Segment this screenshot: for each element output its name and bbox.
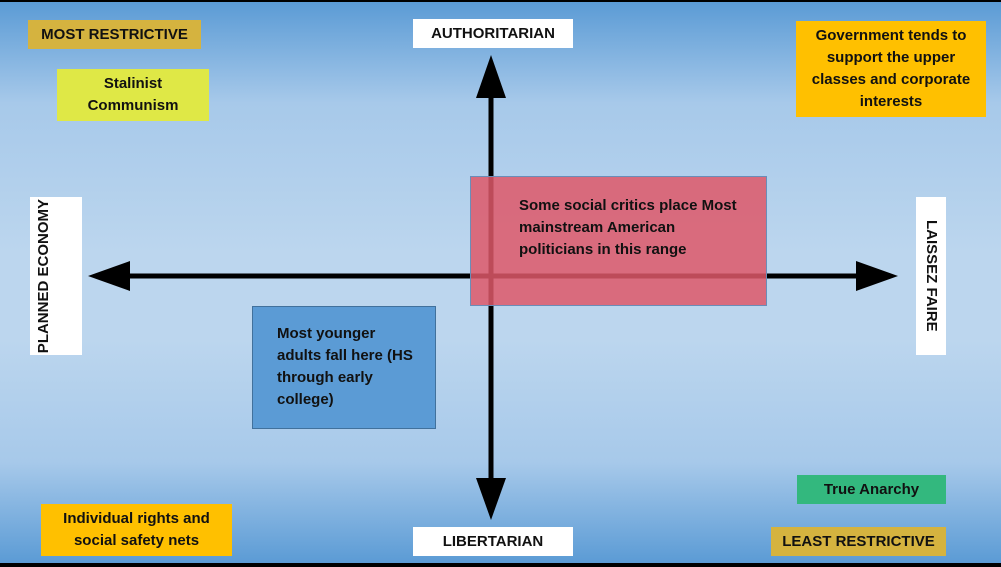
mainstream-politicians-region: Some social critics place Most mainstrea… (470, 176, 767, 306)
government-upper-classes-label: Government tends to support the upper cl… (796, 21, 986, 117)
laissez-faire-text: LAISSEZ FAIRE (923, 220, 940, 332)
least-restrictive-label: LEAST RESTRICTIVE (771, 527, 946, 556)
most-restrictive-label: MOST RESTRICTIVE (28, 20, 201, 49)
libertarian-label: LIBERTARIAN (413, 527, 573, 556)
authoritarian-label: AUTHORITARIAN (413, 19, 573, 48)
planned-economy-label: PLANNED ECONOMY (30, 197, 82, 355)
true-anarchy-label: True Anarchy (797, 475, 946, 504)
individual-rights-label: Individual rights and social safety nets (41, 504, 232, 556)
younger-adults-label: Most younger adults fall here (HS throug… (277, 325, 413, 408)
stalinist-communism-label: Stalinist Communism (57, 69, 209, 121)
planned-economy-text: PLANNED ECONOMY (35, 198, 52, 354)
mainstream-label: Some social critics place Most mainstrea… (519, 197, 737, 258)
younger-adults-region: Most younger adults fall here (HS throug… (252, 306, 436, 429)
laissez-faire-label: LAISSEZ FAIRE (916, 197, 946, 355)
